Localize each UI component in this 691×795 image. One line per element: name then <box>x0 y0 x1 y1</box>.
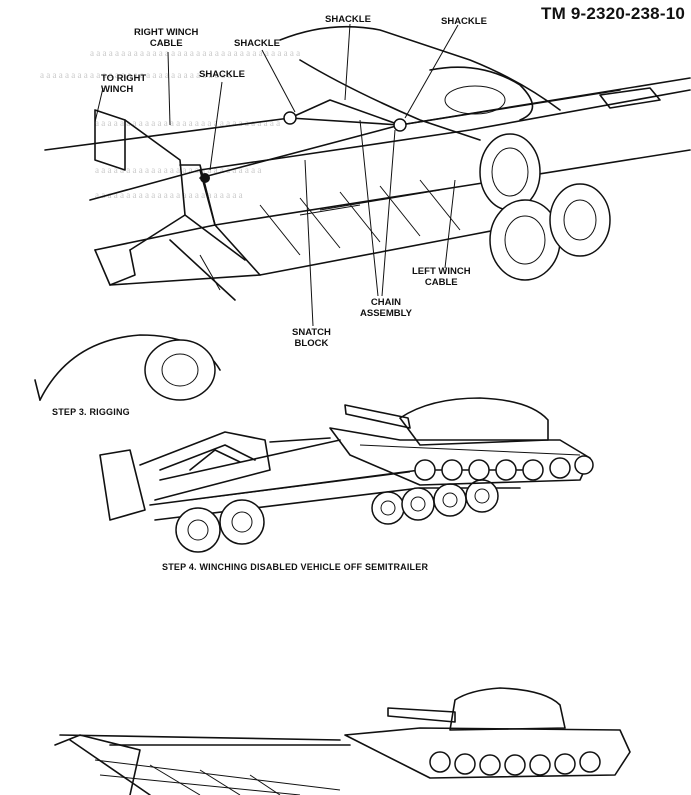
shackle-label: SHACKLE <box>441 16 487 27</box>
tank-drawing-step5 <box>344 687 631 779</box>
document-id: TM 9-2320-238-10 <box>541 4 685 23</box>
winch-cables <box>44 77 691 183</box>
step-4-caption: STEP 4. WINCHING DISABLED VEHICLE OFF SE… <box>162 562 429 572</box>
chain-assembly-label: CHAIN ASSEMBLY <box>360 297 412 319</box>
snatch-block-label: SNATCH BLOCK <box>292 327 331 349</box>
shackle-label: SHACKLE <box>199 69 245 80</box>
to-right-winch-label: TO RIGHT WINCH <box>101 73 147 95</box>
trailer-drawing-step5 <box>54 734 351 795</box>
rigging-illustration <box>34 23 691 401</box>
leader-lines <box>94 23 459 327</box>
right-winch-cable-label: RIGHT WINCH CABLE <box>134 27 199 49</box>
step-3-caption: STEP 3. RIGGING <box>52 407 130 417</box>
semitrailer-deck-drawing <box>34 25 691 401</box>
shackle-label: SHACKLE <box>234 38 280 49</box>
left-winch-cable-label: LEFT WINCH CABLE <box>412 266 471 288</box>
tractor-trailer-drawing <box>99 431 541 553</box>
shackle-label: SHACKLE <box>325 14 371 25</box>
